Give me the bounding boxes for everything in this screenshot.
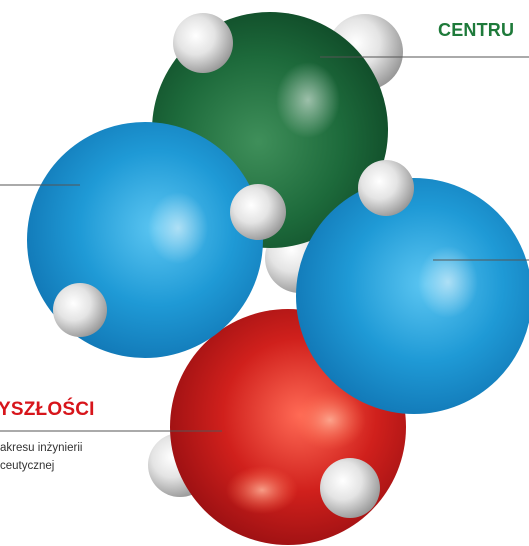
grey-sphere-right-top: [358, 160, 414, 216]
heading-red: YSZŁOŚCI: [0, 399, 95, 420]
heading-green: CENTRU: [438, 20, 515, 40]
description-line-2: ceutycznej: [0, 460, 55, 472]
blue-sphere-right: [296, 178, 529, 414]
red-sphere-highlight-lower: [226, 466, 298, 514]
blue-sphere-left-highlight: [148, 192, 208, 264]
red-sphere-highlight: [294, 390, 366, 450]
grey-sphere-left-joint: [230, 184, 286, 240]
description-text: akresu inżynierii ceutycznej: [0, 439, 82, 475]
grey-sphere-top-left: [173, 13, 233, 73]
grey-sphere-red-lower: [320, 458, 380, 518]
description-line-1: akresu inżynierii: [0, 442, 83, 454]
green-sphere-highlight: [276, 62, 340, 138]
blue-sphere-right-highlight: [418, 246, 478, 318]
grey-sphere-left-lower: [53, 283, 107, 337]
